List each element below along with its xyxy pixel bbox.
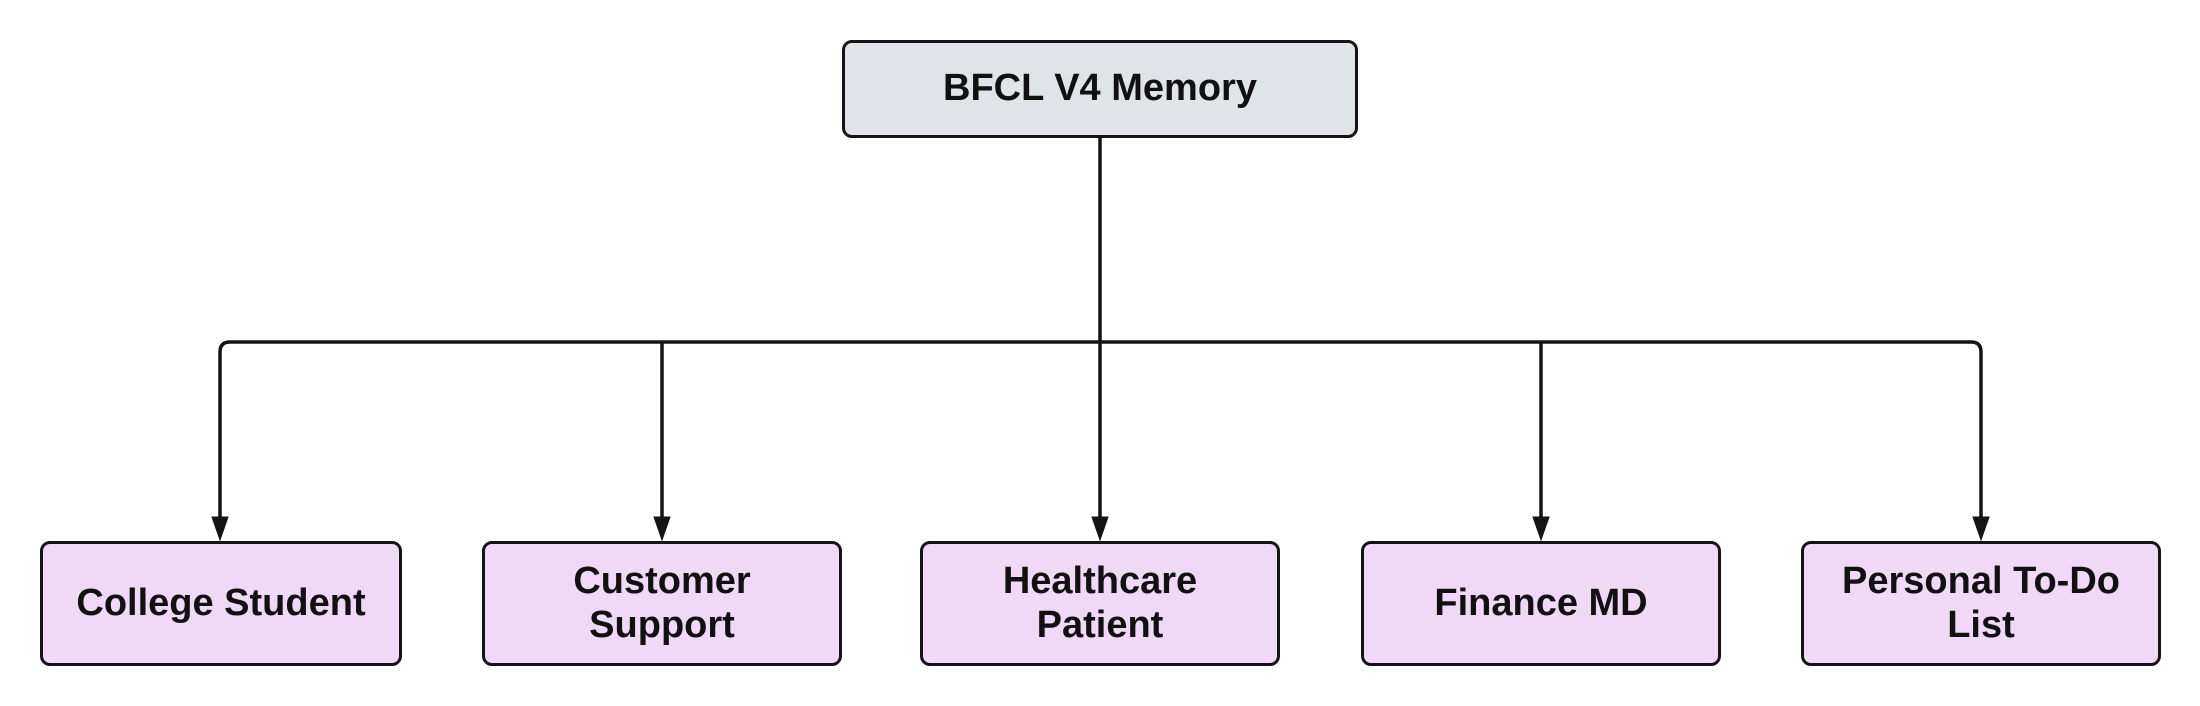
node-personal-todo-list: Personal To-Do List — [1801, 541, 2161, 666]
arrowhead-finance-md — [1532, 516, 1550, 542]
arrowhead-college-student — [211, 516, 229, 542]
node-college-student: College Student — [40, 541, 402, 666]
arrowhead-personal-todo-list — [1972, 516, 1990, 542]
arrowhead-customer-support — [653, 516, 671, 542]
node-root-bfcl-v4-memory: BFCL V4 Memory — [842, 40, 1358, 138]
node-healthcare-patient: Healthcare Patient — [920, 541, 1280, 666]
arrowhead-healthcare-patient — [1091, 516, 1109, 542]
edge-branch-rail — [218, 340, 1983, 519]
node-customer-support: Customer Support — [482, 541, 842, 666]
node-finance-md: Finance MD — [1361, 541, 1721, 666]
